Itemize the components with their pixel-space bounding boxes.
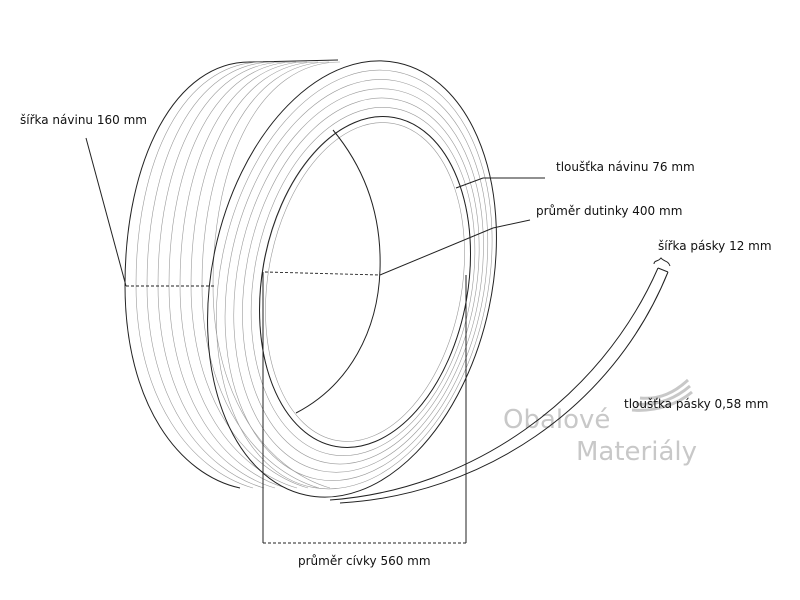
dimension-lines [85, 137, 545, 544]
watermark-line2: Materiály [576, 437, 697, 467]
coil-back [124, 59, 341, 489]
winding-ring [250, 107, 476, 456]
label-coil-diameter: průměr cívky 560 mm [298, 554, 431, 568]
label-core-diameter: průměr dutinky 400 mm [536, 204, 682, 218]
winding-line [190, 61, 319, 489]
winding-ring [233, 88, 484, 473]
coil-front-face [207, 60, 497, 498]
winding-line [157, 61, 286, 489]
winding-line [201, 61, 330, 489]
winding-ring [242, 97, 480, 465]
winding-ring [224, 79, 489, 481]
label-strap-width: šířka pásky 12 mm [658, 239, 772, 253]
winding-ring [216, 69, 493, 490]
watermark-logo: Obalové Materiály [503, 378, 697, 467]
winding-line [168, 61, 297, 489]
winding-line [146, 61, 275, 489]
strap [329, 257, 671, 504]
label-strap-thickness: tloušťka pásky 0,58 mm [624, 397, 768, 411]
winding-line [135, 61, 264, 489]
watermark-swoosh-icon [631, 378, 693, 412]
label-coil-width: šířka návinu 160 mm [20, 113, 147, 127]
label-winding-thickness: tloušťka návinu 76 mm [556, 160, 695, 174]
winding-line [179, 61, 308, 489]
winding-line [212, 61, 341, 489]
